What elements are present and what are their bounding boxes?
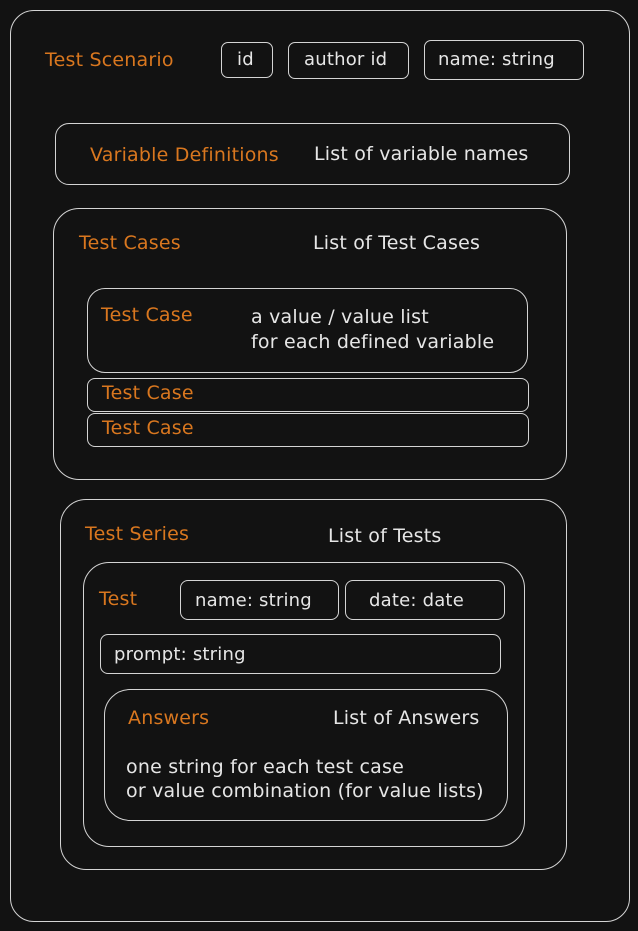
test-case-box-3 <box>87 413 529 447</box>
scenario-author-id-field <box>288 42 409 79</box>
test-case-box-2 <box>87 378 529 412</box>
scenario-id-label: id <box>237 49 254 70</box>
answers-container <box>104 689 508 821</box>
test-series-container <box>60 499 567 870</box>
scenario-id-field <box>221 42 273 78</box>
scenario-name-label: name: string <box>438 49 555 70</box>
test-cases-description: List of Test Cases <box>313 232 481 254</box>
prompt-label: prompt: string <box>114 644 246 665</box>
answers-note-line-1: one string for each test case <box>126 756 405 778</box>
test-case-title-2: Test Case <box>102 382 194 404</box>
test-date-field <box>345 580 505 620</box>
test-title: Test <box>99 588 138 610</box>
test-date-label: date: date <box>369 590 464 611</box>
prompt-field <box>100 634 501 674</box>
test-name-label: name: string <box>195 590 312 611</box>
answers-note-line-2: or value combination (for value lists) <box>126 780 484 802</box>
variable-definitions-title: Variable Definitions <box>90 144 279 166</box>
variable-definitions-description: List of variable names <box>314 143 529 165</box>
variable-definitions-box <box>55 123 570 185</box>
test-case-description-line-2: for each defined variable <box>251 331 495 353</box>
scenario-author-id-label: author id <box>304 49 388 70</box>
test-case-title-3: Test Case <box>102 417 194 439</box>
test-case-box-1 <box>87 288 528 373</box>
test-container <box>83 562 525 847</box>
answers-description: List of Answers <box>333 707 480 729</box>
test-cases-title: Test Cases <box>79 232 181 254</box>
test-series-title: Test Series <box>85 523 190 545</box>
test-name-field <box>180 580 339 620</box>
answers-title: Answers <box>128 707 210 729</box>
test-scenario-container <box>10 10 630 922</box>
test-case-description-line-1: a value / value list <box>251 306 429 328</box>
test-series-description: List of Tests <box>328 525 442 547</box>
test-cases-container <box>53 208 567 480</box>
test-scenario-title: Test Scenario <box>45 49 174 71</box>
scenario-name-field <box>424 40 584 80</box>
test-case-title-1: Test Case <box>101 304 193 326</box>
